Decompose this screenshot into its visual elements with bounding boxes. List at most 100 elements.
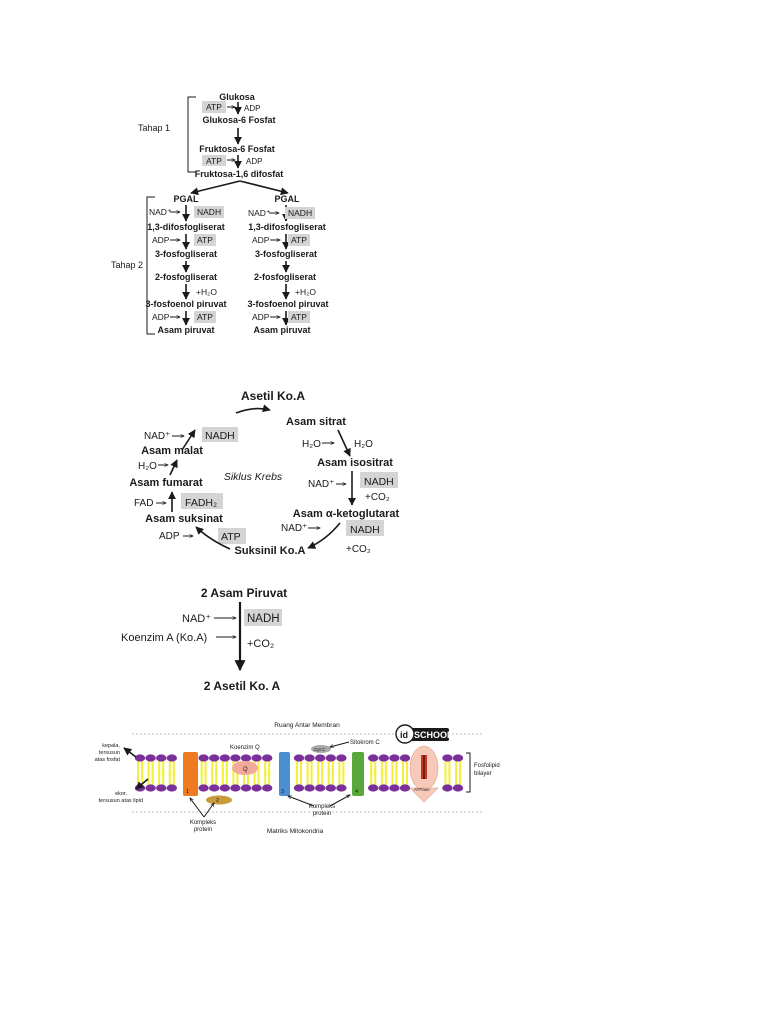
- pyruvate-label: Asam piruvat: [157, 325, 214, 335]
- co2-label: +CO₂: [346, 544, 371, 555]
- cycle-arrow: [181, 429, 196, 451]
- complex-4: [352, 752, 364, 796]
- electron-transport-diagram: Ruang Antar Membran Matriks Mitokondria …: [95, 722, 500, 835]
- complex-1: [183, 752, 198, 796]
- complex-4-number: 4: [355, 789, 358, 795]
- complex-1-number: 1: [186, 789, 189, 795]
- idschool-logo: id SCHOOL: [395, 724, 453, 744]
- h2o-label: H₂O: [302, 439, 321, 450]
- lipid-head: [251, 754, 262, 762]
- atp-label: ATP: [291, 312, 307, 322]
- head-label-3: atas fosfat: [95, 757, 121, 763]
- lipid-head: [198, 784, 209, 792]
- bpg-label: 1,3-difosfogliserat: [248, 222, 326, 232]
- lipid-head: [336, 754, 347, 762]
- coa-label: Koenzim A (Ko.A): [121, 632, 207, 644]
- nadh-label: NADH: [197, 207, 221, 217]
- atp-label: ATP: [197, 312, 213, 322]
- cycle-arrow: [307, 522, 341, 549]
- lipid-head: [230, 754, 241, 762]
- pgal-label: PGAL: [274, 194, 300, 204]
- atp-box: [194, 234, 216, 246]
- atp-box: [288, 234, 310, 246]
- succinate-label: Asam suksinat: [145, 513, 223, 525]
- kompleks-pointer: [329, 795, 350, 807]
- lipid-head: [368, 784, 379, 792]
- atp-box: [202, 101, 226, 113]
- lipid-head: [368, 754, 379, 762]
- pep-label: 3-fosfoenol piruvat: [145, 299, 226, 309]
- sitokrom-label: Sitokrom C: [350, 740, 380, 746]
- atp-box: [194, 311, 216, 323]
- nadh-label: NADH: [247, 613, 280, 625]
- nad-label: NAD⁺: [144, 431, 170, 442]
- cytochrome-c: [311, 745, 331, 753]
- kompleks-1-label-b: protein: [194, 827, 212, 833]
- lipid-head: [251, 784, 262, 792]
- lipid-head: [219, 754, 230, 762]
- pg3-label: 3-fosfogliserat: [155, 249, 217, 259]
- lipid-head: [293, 754, 305, 762]
- glukosa-label: Glukosa: [219, 92, 256, 102]
- nad-label: NAD⁺: [281, 523, 307, 534]
- atp-box: [218, 528, 246, 544]
- cycle-arrow: [195, 526, 231, 550]
- cycle-arrow: [169, 459, 178, 476]
- stage1-bracket: [187, 96, 196, 173]
- logo-school-text: SCHOOL: [414, 730, 453, 740]
- nadh-box: [285, 207, 315, 219]
- nadh-label: NADH: [364, 476, 394, 488]
- lipid-head: [156, 784, 167, 792]
- adp-label: ADP: [152, 312, 170, 322]
- lipid-head: [134, 754, 146, 762]
- co2-label: +CO₂: [247, 638, 274, 650]
- lipid-head: [293, 784, 305, 792]
- pg2-label: 2-fosfogliserat: [254, 272, 316, 282]
- cycle-arrow: [337, 429, 351, 457]
- atp-label: ATP: [197, 235, 213, 245]
- bilayer-bracket: [466, 752, 471, 793]
- lipid-head: [262, 784, 273, 792]
- lipid-head: [399, 754, 411, 762]
- nadh-box: [346, 520, 384, 536]
- atp-box: [202, 155, 226, 166]
- lipid-head: [219, 784, 230, 792]
- matrix-label: Matriks Mitokondria: [267, 828, 324, 835]
- complex-3: [279, 752, 290, 796]
- complex-3-number: 3: [281, 789, 284, 795]
- logo-id-text: id: [400, 730, 408, 740]
- succinyl-label: Suksinil Ko.A: [235, 545, 306, 557]
- nadh-box: [360, 472, 398, 488]
- lipid-head: [240, 754, 252, 762]
- stage2-bracket: [146, 196, 155, 335]
- atp-box: [288, 311, 310, 323]
- nad-label: NAD⁺: [308, 479, 334, 490]
- ketoglutarate-label: Asam α-ketoglutarat: [293, 508, 400, 520]
- tail-pointer: [135, 778, 149, 790]
- atp-label: ATP: [291, 235, 307, 245]
- pep-label: 3-fosfoenol piruvat: [247, 299, 328, 309]
- lipid-head: [156, 754, 167, 762]
- pyruvate-oxidation-diagram: 2 Asam Piruvat NAD⁺ NADH Koenzim A (Ko.A…: [121, 586, 287, 693]
- nadh-box: [202, 427, 238, 442]
- lipid-head: [304, 784, 315, 792]
- pg2-label: 2-fosfogliserat: [155, 272, 217, 282]
- glycolysis-diagram: Tahap 1 Tahap 2 Glukosa ATP ADP Glukosa-…: [111, 92, 329, 335]
- kompleks-pointer: [203, 803, 214, 818]
- water-label: +H₂O: [295, 287, 316, 297]
- lipid-head: [399, 784, 411, 792]
- lipid-head: [442, 754, 453, 762]
- adp-label: ADP: [252, 235, 270, 245]
- head-pointer: [123, 747, 137, 758]
- lipid-head: [240, 784, 252, 792]
- lipid-head: [209, 754, 220, 762]
- malate-label: Asam malat: [141, 445, 203, 457]
- cycle-name-label: Siklus Krebs: [224, 471, 283, 483]
- kompleks-2-label-b: protein: [313, 811, 331, 817]
- complex-2-number: 2: [216, 798, 219, 804]
- adp-out-label: ADP: [244, 104, 260, 113]
- lipid-head: [166, 784, 177, 792]
- nad-label: NAD⁺: [149, 207, 171, 217]
- stage2-label: Tahap 2: [111, 260, 143, 270]
